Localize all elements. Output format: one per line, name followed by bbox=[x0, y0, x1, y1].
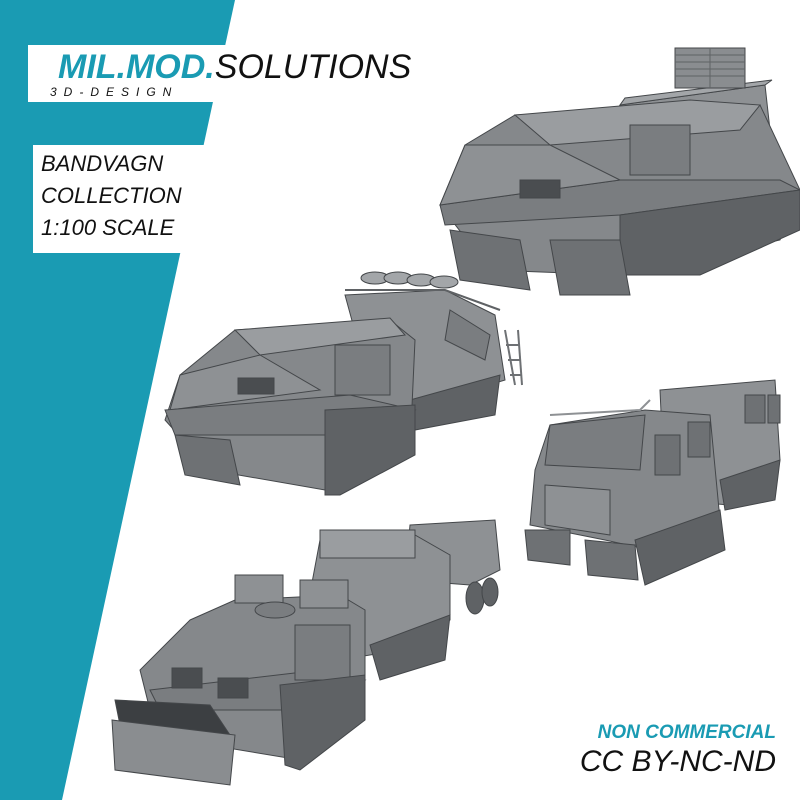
brand-name-suffix: SOLUTIONS bbox=[214, 48, 412, 86]
brand-logo: MIL.MOD.SOLUTIONS bbox=[58, 47, 411, 87]
title-line-1: BANDVAGN bbox=[41, 151, 164, 176]
collection-title-box: BANDVAGN COLLECTION 1:100 SCALE bbox=[33, 145, 213, 253]
title-line-2: COLLECTION bbox=[41, 183, 182, 208]
vehicle-middle-right-cab bbox=[524, 379, 781, 586]
logo-box: MIL.MOD.SOLUTIONS 3D-DESIGN bbox=[28, 45, 411, 102]
vehicle-bottom-dozer-trailer bbox=[111, 519, 501, 786]
license-code: CC BY-NC-ND bbox=[579, 745, 776, 778]
license-label: NON COMMERCIAL bbox=[597, 722, 776, 743]
vehicle-top-right-cargo-stack bbox=[439, 47, 800, 296]
vehicle-middle-left-launcher bbox=[164, 271, 523, 496]
title-line-3: 1:100 SCALE bbox=[41, 215, 175, 240]
brand-tagline: 3D-DESIGN bbox=[50, 85, 179, 99]
brand-name-accent: MIL.MOD. bbox=[58, 48, 215, 86]
